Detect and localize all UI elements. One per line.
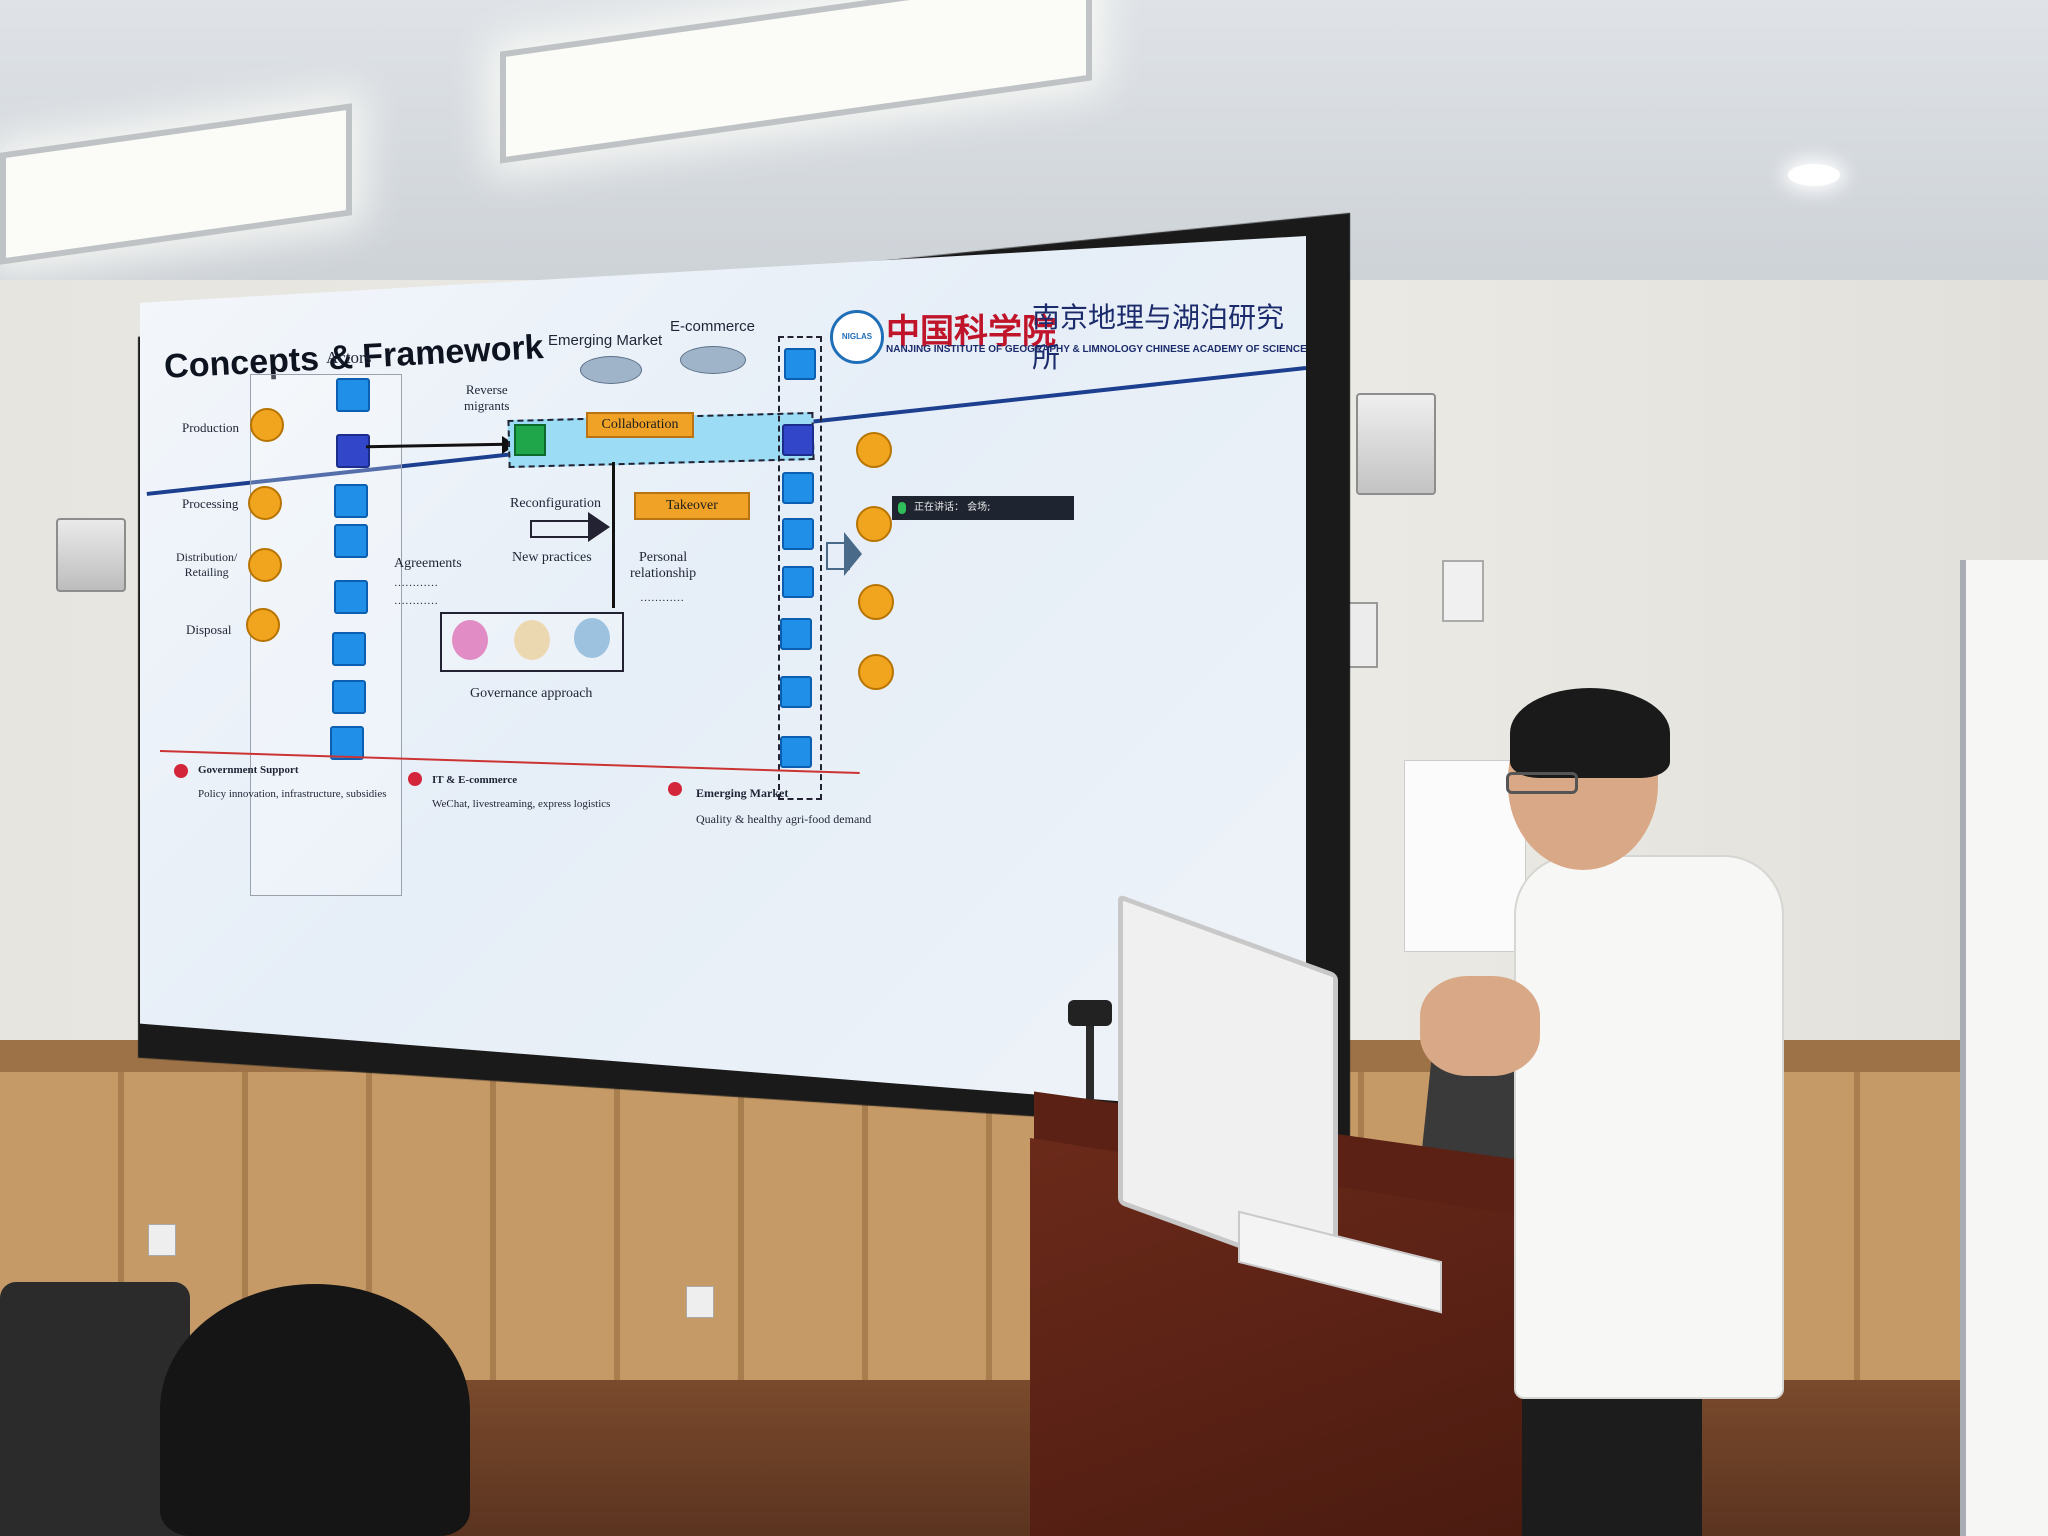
transition-arrow-icon <box>826 542 850 570</box>
reverse-migrants-label: Reverse migrants <box>464 382 510 413</box>
wall-outlet <box>686 1286 714 1318</box>
footer-desc: Quality & healthy agri-food demand <box>696 812 872 826</box>
actor-box <box>330 726 364 760</box>
logo-en: NANJING INSTITUTE OF GEOGRAPHY & LIMNOLO… <box>886 344 1314 355</box>
wall-speaker-right <box>1356 393 1436 495</box>
whiteboard <box>1960 560 2048 1536</box>
new-practices-label: New practices <box>512 550 592 565</box>
footer-bullet <box>408 772 422 786</box>
agreements-dots: ………… ………… <box>394 577 438 607</box>
stage-circle <box>248 548 282 582</box>
ecommerce-label: E-commerce <box>670 318 756 335</box>
stage-label-distribution: Distribution/ Retailing <box>176 550 238 579</box>
presenter-hair <box>1510 688 1670 778</box>
microphone-icon <box>898 502 906 514</box>
actor-box <box>332 632 366 666</box>
reconfiguration-arrowhead-icon <box>588 512 610 542</box>
webcam-stand <box>1086 1026 1094 1136</box>
logo-badge-text: NIGLAS <box>841 332 873 341</box>
footer-title: Government Support <box>198 764 299 776</box>
actor-box <box>334 580 368 614</box>
actors-label: Actors <box>326 348 372 367</box>
audience-chair <box>0 1282 190 1536</box>
personal-relationship-label: Personal relationship <box>630 550 697 581</box>
logo-cn-institute: 南京地理与湖泊研究所 <box>1032 301 1285 374</box>
actor-box <box>780 618 812 650</box>
footer-title: Emerging Market <box>696 786 789 800</box>
collaboration-label: Collaboration <box>586 412 694 438</box>
transition-arrowhead-icon <box>844 532 862 576</box>
presenter-hand <box>1420 976 1540 1076</box>
wall-speaker-left <box>56 518 126 592</box>
presenter-trousers <box>1522 1390 1702 1536</box>
actor-box-highlight <box>782 424 814 456</box>
actor-box <box>784 348 816 380</box>
footer-title: IT & E-commerce <box>432 774 518 786</box>
actor-box <box>334 484 368 518</box>
personal-relationship-dots: ………… <box>640 592 684 604</box>
actor-box <box>782 566 814 598</box>
webcam <box>1068 1000 1112 1026</box>
footer-desc: WeChat, livestreaming, express logistics <box>432 798 611 810</box>
agreements-label: Agreements <box>394 556 462 571</box>
stage-circle <box>858 584 894 620</box>
reconfiguration-arrow-icon <box>530 520 592 538</box>
governance-circle-blue <box>574 618 610 658</box>
actor-box <box>782 472 814 504</box>
ecommerce-ellipse <box>680 346 746 374</box>
actor-box <box>332 680 366 714</box>
presenter-shirt <box>1514 855 1784 1399</box>
caption-text: 正在讲话： 会场; <box>914 502 991 513</box>
footer-desc: Policy innovation, infrastructure, subsi… <box>198 788 387 800</box>
actor-box <box>334 524 368 558</box>
wall-switch-box <box>1442 560 1484 622</box>
stage-label-production: Production <box>182 420 240 435</box>
stage-label-disposal: Disposal <box>186 622 232 637</box>
stage-circle <box>248 486 282 520</box>
right-actor-dashed-panel <box>778 336 822 800</box>
stage-circle <box>246 608 280 642</box>
logo-cn-main: 中国科学院 <box>886 312 1056 352</box>
reconfiguration-label: Reconfiguration <box>510 496 601 511</box>
footer-bullet <box>174 764 188 778</box>
actor-box-highlight <box>336 434 370 468</box>
stage-label-processing: Processing <box>182 496 239 511</box>
presenter-glasses <box>1506 772 1578 794</box>
stage-circle <box>858 654 894 690</box>
actor-box <box>782 518 814 550</box>
stage-circle <box>250 408 284 442</box>
wall-outlet <box>148 1224 176 1256</box>
ceiling-downlight <box>1788 164 1840 186</box>
governance-circle-cream <box>514 620 550 660</box>
reverse-migrant-green-box <box>514 424 546 456</box>
audience-head <box>160 1284 470 1536</box>
emerging-market-label: Emerging Market <box>548 332 663 349</box>
takeover-label: Takeover <box>634 492 750 520</box>
actor-box <box>780 736 812 768</box>
stage-circle <box>856 432 892 468</box>
presentation-slide: NIGLAS 中国科学院 南京地理与湖泊研究所 NANJING INSTITUT… <box>140 236 1306 1116</box>
stage-circle <box>856 506 892 542</box>
live-caption-overlay: 正在讲话： 会场; <box>892 496 1074 520</box>
footer-bullet <box>668 782 682 796</box>
niglas-logo-icon: NIGLAS <box>830 310 884 364</box>
actor-box <box>336 378 370 412</box>
governance-circle-pink <box>452 620 488 660</box>
vertical-link-arrow <box>612 462 615 608</box>
governance-label: Governance approach <box>470 686 593 701</box>
actor-box <box>780 676 812 708</box>
emerging-market-ellipse <box>580 356 642 384</box>
wall-notice-paper <box>1404 760 1526 952</box>
